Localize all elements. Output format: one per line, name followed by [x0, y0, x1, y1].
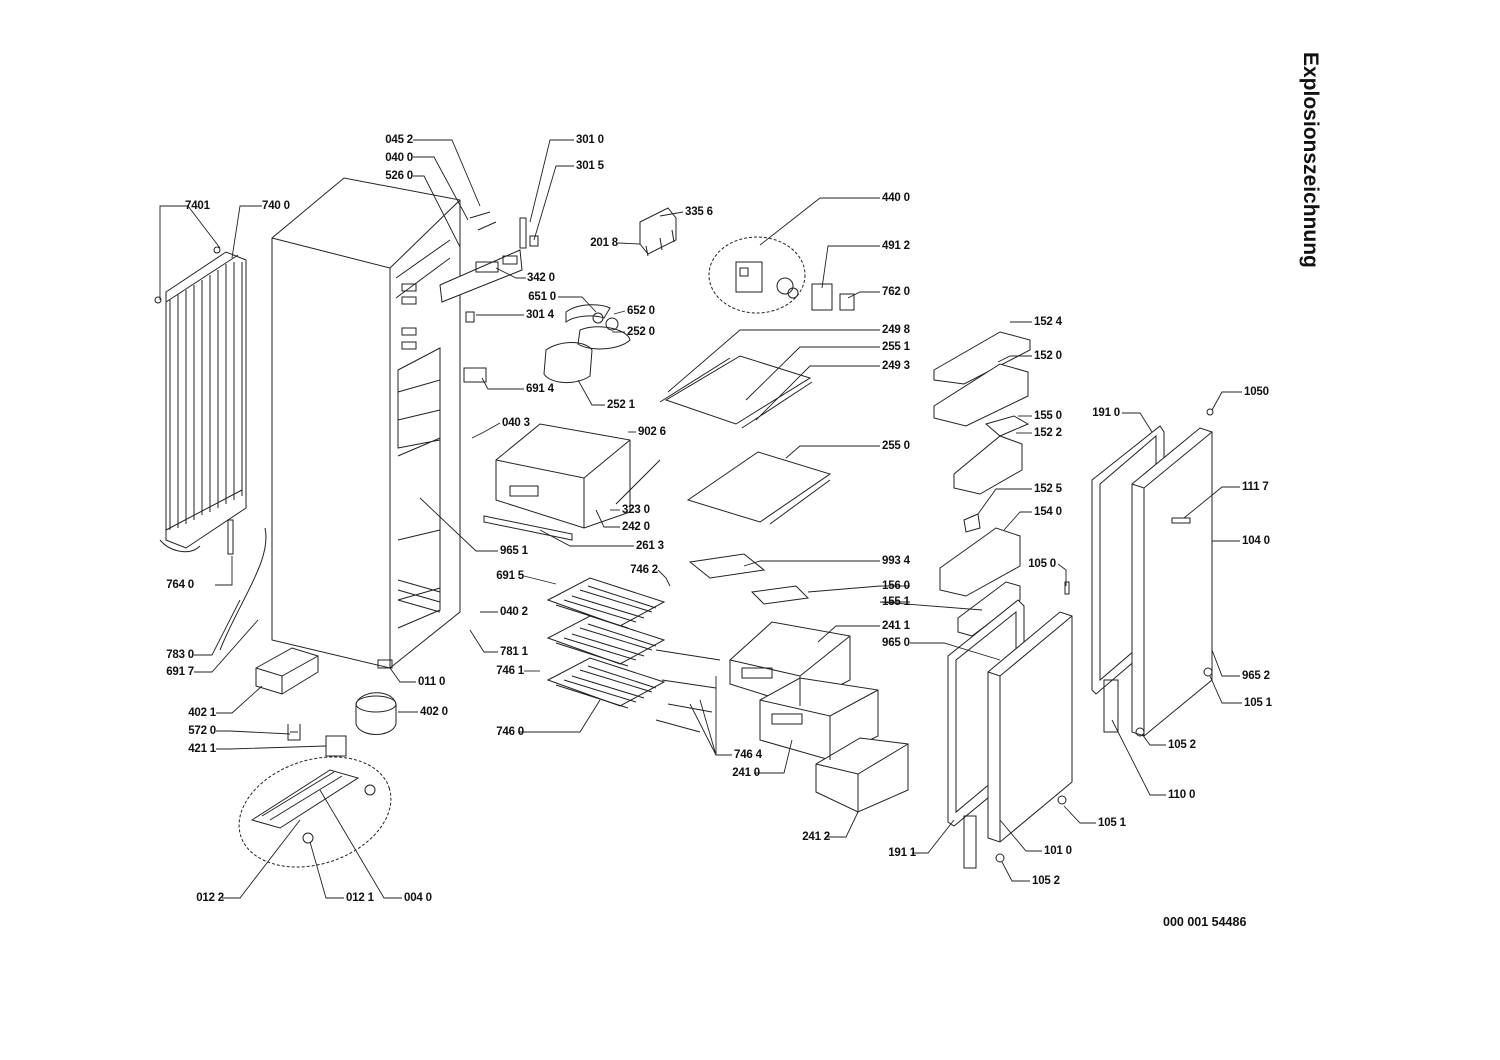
part-callout: 342 0 — [527, 272, 555, 284]
part-callout: 440 0 — [882, 192, 910, 204]
freezer-drawers — [730, 622, 908, 812]
part-callout: 011 0 — [418, 676, 446, 688]
part-callout: 746 2 — [630, 564, 658, 576]
page-title: Explosionszeichnung — [1299, 52, 1322, 268]
lower-door — [988, 612, 1072, 842]
part-callout: 691 5 — [496, 570, 524, 582]
refrigerator-cabinet — [272, 178, 460, 668]
part-callout: 7401 — [185, 200, 210, 212]
part-callout: 1050 — [1244, 386, 1269, 398]
part-callout: 012 2 — [196, 892, 224, 904]
part-callout: 012 1 — [346, 892, 374, 904]
part-callout: 105 1 — [1244, 697, 1272, 709]
part-callout: 402 0 — [420, 706, 448, 718]
part-callout: 191 1 — [888, 847, 916, 859]
part-callout: 572 0 — [188, 725, 216, 737]
hinges — [964, 409, 1213, 868]
lamp-group-ellipse — [709, 237, 854, 313]
drip-tray — [256, 648, 318, 694]
part-callout: 040 3 — [502, 417, 530, 429]
part-callout: 783 0 — [166, 649, 194, 661]
part-callout: 902 6 — [638, 426, 666, 438]
base-plate-ellipse — [225, 738, 406, 885]
part-callout: 004 0 — [404, 892, 432, 904]
part-callout: 154 0 — [1034, 506, 1062, 518]
glass-shelf-lower — [688, 452, 830, 524]
part-callout: 402 1 — [188, 707, 216, 719]
part-callout: 421 1 — [188, 743, 216, 755]
drawing-number: 000 001 54486 — [1163, 915, 1247, 929]
door-balconies — [934, 332, 1030, 636]
part-callout: 764 0 — [166, 579, 194, 591]
part-callout: 965 1 — [500, 545, 528, 557]
condenser-coil — [155, 247, 246, 552]
part-callout: 104 0 — [1242, 535, 1270, 547]
part-callout: 261 3 — [636, 540, 664, 552]
part-callout: 255 0 — [882, 440, 910, 452]
part-callout: 110 0 — [1168, 789, 1196, 801]
part-callout: 746 1 — [496, 665, 524, 677]
part-callout: 191 0 — [1092, 407, 1120, 419]
part-callout: 249 8 — [882, 324, 910, 336]
part-callout: 301 0 — [576, 134, 604, 146]
part-callout: 249 3 — [882, 360, 910, 372]
capillary-tube — [220, 520, 266, 650]
part-callout: 691 7 — [166, 666, 194, 678]
wire-shelves — [548, 578, 720, 732]
part-callout: 993 4 — [882, 555, 910, 567]
part-callout: 335 6 — [685, 206, 713, 218]
part-callout: 526 0 — [385, 170, 413, 182]
relay-and-bracket — [288, 724, 346, 756]
part-callout: 781 1 — [500, 646, 528, 658]
part-callout: 105 2 — [1168, 739, 1196, 751]
part-callout: 155 1 — [882, 596, 910, 608]
part-callout: 241 2 — [802, 831, 830, 843]
part-callout: 040 0 — [385, 152, 413, 164]
part-callout: 242 0 — [622, 521, 650, 533]
part-callout: 101 0 — [1044, 845, 1072, 857]
part-callout: 152 5 — [1034, 483, 1062, 495]
part-callout: 252 0 — [627, 326, 655, 338]
part-callout: 241 0 — [732, 767, 760, 779]
part-callout: 252 1 — [607, 399, 635, 411]
part-callout: 965 2 — [1242, 670, 1270, 682]
part-callout: 105 2 — [1032, 875, 1060, 887]
part-callout: 155 0 — [1034, 410, 1062, 422]
part-callout: 152 2 — [1034, 427, 1062, 439]
part-callout: 651 0 — [528, 291, 556, 303]
fan-and-cover — [544, 305, 630, 383]
part-callout: 045 2 — [385, 134, 413, 146]
part-callout: 152 0 — [1034, 350, 1062, 362]
part-callout: 301 4 — [526, 309, 554, 321]
part-callout: 040 2 — [500, 606, 528, 618]
part-callout: 965 0 — [882, 637, 910, 649]
part-callout: 156 0 — [882, 580, 910, 592]
part-callout: 323 0 — [622, 504, 650, 516]
compressor — [356, 693, 396, 735]
part-callout: 241 1 — [882, 620, 910, 632]
part-callout: 152 4 — [1034, 316, 1062, 328]
freezer-drawer-upper — [484, 424, 660, 540]
part-callout: 762 0 — [882, 286, 910, 298]
part-callout: 201 8 — [590, 237, 618, 249]
part-callout: 491 2 — [882, 240, 910, 252]
part-callout: 301 5 — [576, 160, 604, 172]
part-callout: 105 1 — [1098, 817, 1126, 829]
part-callout: 746 0 — [496, 726, 524, 738]
ice-tray — [690, 554, 808, 604]
control-panel-strip — [440, 212, 538, 382]
part-callout: 746 4 — [734, 749, 762, 761]
part-callout: 740 0 — [262, 200, 290, 212]
part-callout: 652 0 — [627, 305, 655, 317]
part-callout: 691 4 — [526, 383, 554, 395]
part-callout: 111 7 — [1242, 481, 1269, 493]
part-callout: 105 0 — [1028, 558, 1056, 570]
part-callout: 255 1 — [882, 341, 910, 353]
